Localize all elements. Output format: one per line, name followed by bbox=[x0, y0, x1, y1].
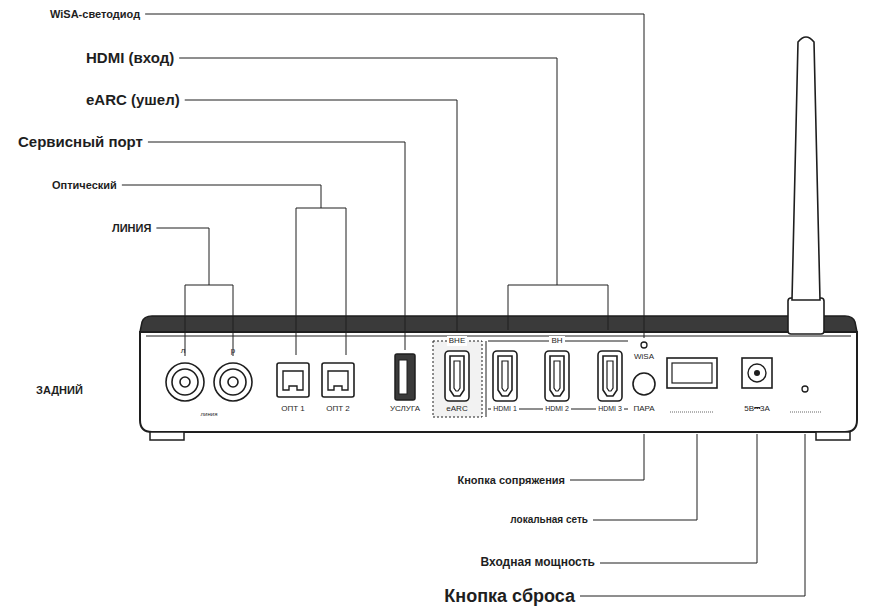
callout-label: Оптический bbox=[52, 179, 117, 192]
leader-line bbox=[156, 228, 209, 285]
view-label: ЗАДНИЙ bbox=[36, 384, 83, 397]
leader-line bbox=[122, 185, 321, 208]
callout-label: HDMI (вход) bbox=[86, 49, 174, 66]
leader-line bbox=[185, 100, 457, 332]
callout-label: Сервисный порт bbox=[18, 133, 143, 150]
port-label: линия bbox=[201, 411, 218, 418]
callout-label: eARC (ушел) bbox=[86, 91, 180, 108]
callout-label: WiSA-светодиод bbox=[50, 8, 140, 21]
callout-label: ЛИНИЯ bbox=[112, 222, 151, 235]
port-label: ВНЕ bbox=[447, 336, 467, 345]
leader-line bbox=[600, 434, 757, 563]
port-label: ВН bbox=[549, 336, 564, 345]
port-label: ОПТ 1 bbox=[281, 404, 305, 413]
port-label: eARC bbox=[446, 404, 467, 413]
leader-line bbox=[145, 14, 644, 338]
leader-line bbox=[148, 142, 405, 350]
port-label: 5В⎓3А bbox=[744, 404, 770, 413]
port-label: HDMI 2 bbox=[543, 405, 571, 413]
port-label: ОПТ 2 bbox=[326, 404, 350, 413]
callout-label: Кнопка сопряжения bbox=[458, 474, 565, 487]
port-label: р bbox=[231, 346, 235, 355]
port-label: HDMI 3 bbox=[596, 405, 624, 413]
port-label: HDMI 1 bbox=[491, 405, 519, 413]
leader-line bbox=[580, 434, 805, 596]
port-label: л bbox=[181, 346, 186, 355]
callout-label: локальная сеть bbox=[510, 514, 588, 526]
callout-label: Входная мощность bbox=[481, 556, 595, 570]
button-label: ПАРА bbox=[633, 404, 654, 413]
leader-line bbox=[179, 58, 557, 285]
callout-label: Кнопка сброса bbox=[444, 586, 575, 607]
port-label: УСЛУГА bbox=[390, 404, 420, 413]
led-label: WiSA bbox=[634, 352, 654, 361]
leader-line bbox=[593, 434, 697, 520]
leader-line bbox=[570, 434, 644, 480]
